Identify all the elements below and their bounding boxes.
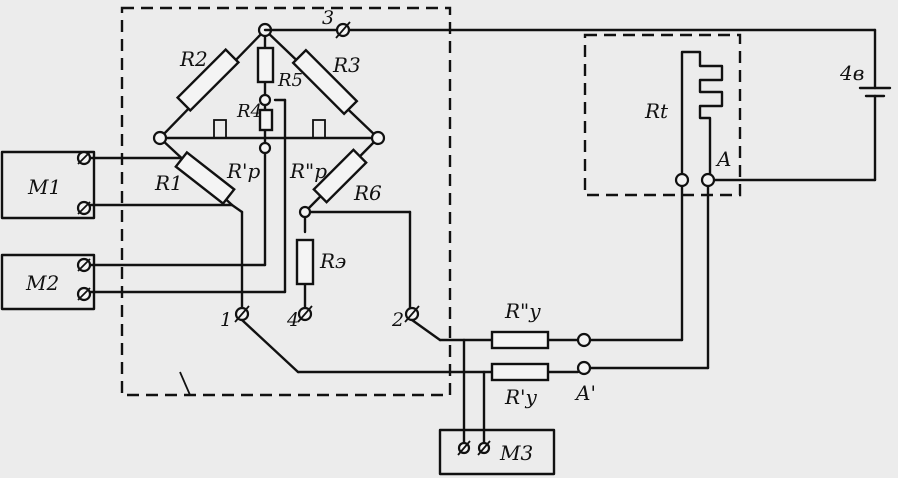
- resistor-r1: [174, 150, 236, 206]
- label-term-4: 4: [286, 309, 299, 331]
- label-node-a: A: [715, 147, 731, 171]
- label-r2: R2: [179, 47, 208, 71]
- trimmer-left: [213, 119, 227, 139]
- bridge-node-r6: [298, 205, 312, 219]
- line-end-upper: [576, 332, 592, 348]
- label-term-3: 3: [322, 7, 334, 29]
- resistor-r5: [256, 46, 275, 84]
- label-rp1: R'p: [226, 159, 261, 183]
- label-term-1: 1: [220, 309, 232, 331]
- label-ry1: R'y: [504, 385, 538, 409]
- label-r1: R1: [154, 171, 183, 195]
- terminal-3: [335, 21, 351, 39]
- bridge-node-left: [152, 130, 168, 146]
- bridge-node-r5: [258, 93, 272, 107]
- bridge-node-r4: [258, 141, 272, 155]
- enclosure-tick: [179, 371, 191, 396]
- label-m3: M3: [499, 441, 533, 465]
- meter-m1: [0, 150, 96, 220]
- resistor-re: [295, 238, 315, 286]
- battery-line: [263, 28, 892, 182]
- resistor-ry1: [490, 362, 550, 382]
- resistor-r6: [312, 148, 368, 204]
- resistor-r2: [175, 47, 241, 113]
- meter-m2: [0, 253, 96, 311]
- label-r6: R6: [353, 181, 382, 205]
- label-m2: M2: [25, 271, 59, 295]
- trimmer-right: [312, 119, 326, 139]
- meter-m3: [438, 428, 556, 476]
- label-rp2: R"p: [289, 159, 327, 183]
- thermometer-rt: [674, 50, 724, 188]
- label-r3: R3: [332, 53, 361, 77]
- label-r4: R4: [236, 101, 262, 122]
- terminal-4: [297, 305, 313, 323]
- resistor-ry2: [490, 330, 550, 350]
- resistor-r3: [291, 48, 359, 116]
- line-wiring: [240, 183, 710, 447]
- line-end-lower: [576, 360, 592, 376]
- label-re: Rэ: [319, 249, 346, 273]
- main-enclosure: [120, 6, 452, 397]
- label-node-a-prime: A': [574, 381, 596, 405]
- label-term-2: 2: [391, 309, 404, 331]
- label-ry2: R"y: [504, 299, 541, 323]
- label-battery: 4в: [839, 61, 864, 85]
- label-r5: R5: [277, 70, 303, 91]
- label-m1: M1: [27, 175, 61, 199]
- label-rt: Rt: [644, 99, 669, 123]
- sensor-enclosure: [583, 33, 742, 197]
- resistor-r4: [258, 108, 274, 132]
- bridge-node-right: [370, 130, 386, 146]
